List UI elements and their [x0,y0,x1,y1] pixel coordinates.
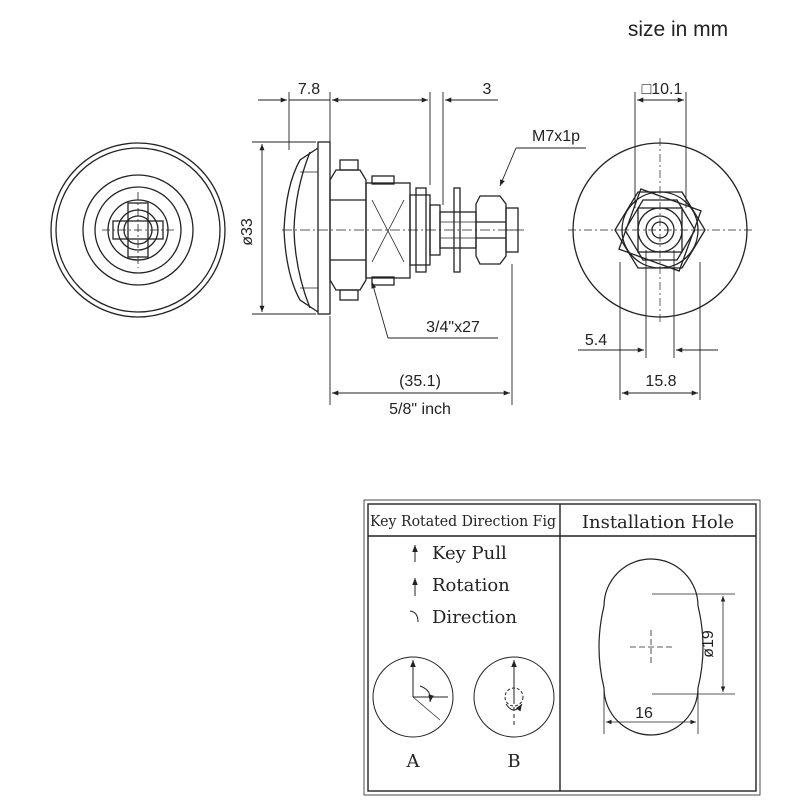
front-view [50,142,226,318]
dim-thread-small: M7x1p [532,128,580,145]
side-view-dimensions [252,92,586,405]
legend-direction: Direction [432,607,517,628]
dim-gap: 3 [483,81,492,98]
dim-cam-offset: 5.4 [585,332,607,349]
legend-rotation: Rotation [432,575,510,596]
dim-square: □10.1 [642,81,683,98]
legend-key-pull: Key Pull [432,543,507,564]
dim-flange-thickness: 7.8 [298,81,320,98]
label-a: A [406,751,421,772]
info-table [363,499,761,796]
rear-view [568,138,752,322]
dim-hex-width: 15.8 [645,373,676,390]
table-col2-title: Installation Hole [582,512,734,533]
installation-hole [598,558,735,736]
dim-length-inch: 5/8" inch [389,401,451,418]
direction-icon [409,610,419,623]
key-diagram-b [473,656,555,738]
hole-width: 16 [635,705,653,722]
legend-icons [409,545,419,623]
side-view [282,141,524,315]
key-diagram-a [372,656,454,738]
rear-view-dimensions [578,92,718,400]
label-b: B [507,751,520,772]
table-col1-title: Key Rotated Direction Fig [370,512,556,530]
hole-diameter: ø19 [700,630,717,658]
units-note: size in mm [628,18,728,41]
dim-thread-large: 3/4"x27 [426,319,480,336]
dim-length: (35.1) [399,373,441,390]
dim-diameter: ø33 [239,218,256,246]
